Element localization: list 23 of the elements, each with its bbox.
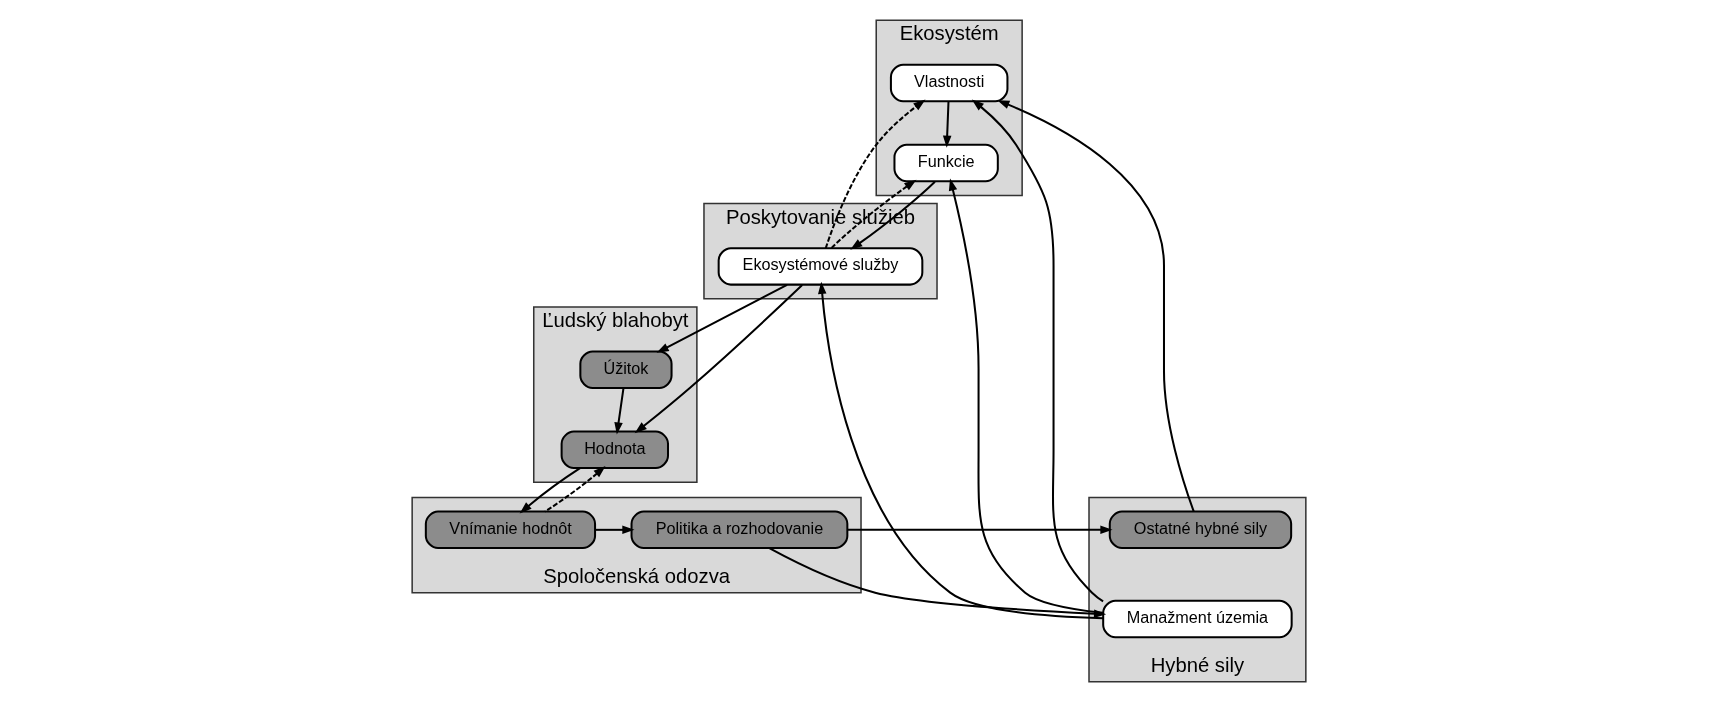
node-box: Vlastnosti xyxy=(889,63,1008,103)
arrow xyxy=(613,387,624,435)
node-box: Manažment územia xyxy=(1101,599,1293,639)
node-box: Vnímanie hodnôt xyxy=(424,510,596,550)
arrow xyxy=(634,284,803,434)
node-box: Politika a rozhodovanie xyxy=(630,510,848,550)
arrow xyxy=(817,281,1103,620)
arrow xyxy=(656,283,788,353)
node-box: Úžitok xyxy=(578,350,673,389)
arrow xyxy=(768,547,1106,618)
arrow xyxy=(948,178,1103,614)
arrow xyxy=(594,525,634,535)
arrow xyxy=(824,99,925,249)
arrow xyxy=(942,101,951,148)
arrow xyxy=(847,525,1113,535)
node-box: Ostatné hybné sily xyxy=(1108,510,1292,550)
arrow xyxy=(996,100,1195,512)
node-box: Funkcie xyxy=(892,143,999,183)
arrow xyxy=(971,99,1104,603)
node-box: Hodnota xyxy=(560,430,669,470)
arrow xyxy=(519,467,581,514)
node-box: Ekosystémové služby xyxy=(717,247,923,286)
arrow xyxy=(544,466,606,513)
